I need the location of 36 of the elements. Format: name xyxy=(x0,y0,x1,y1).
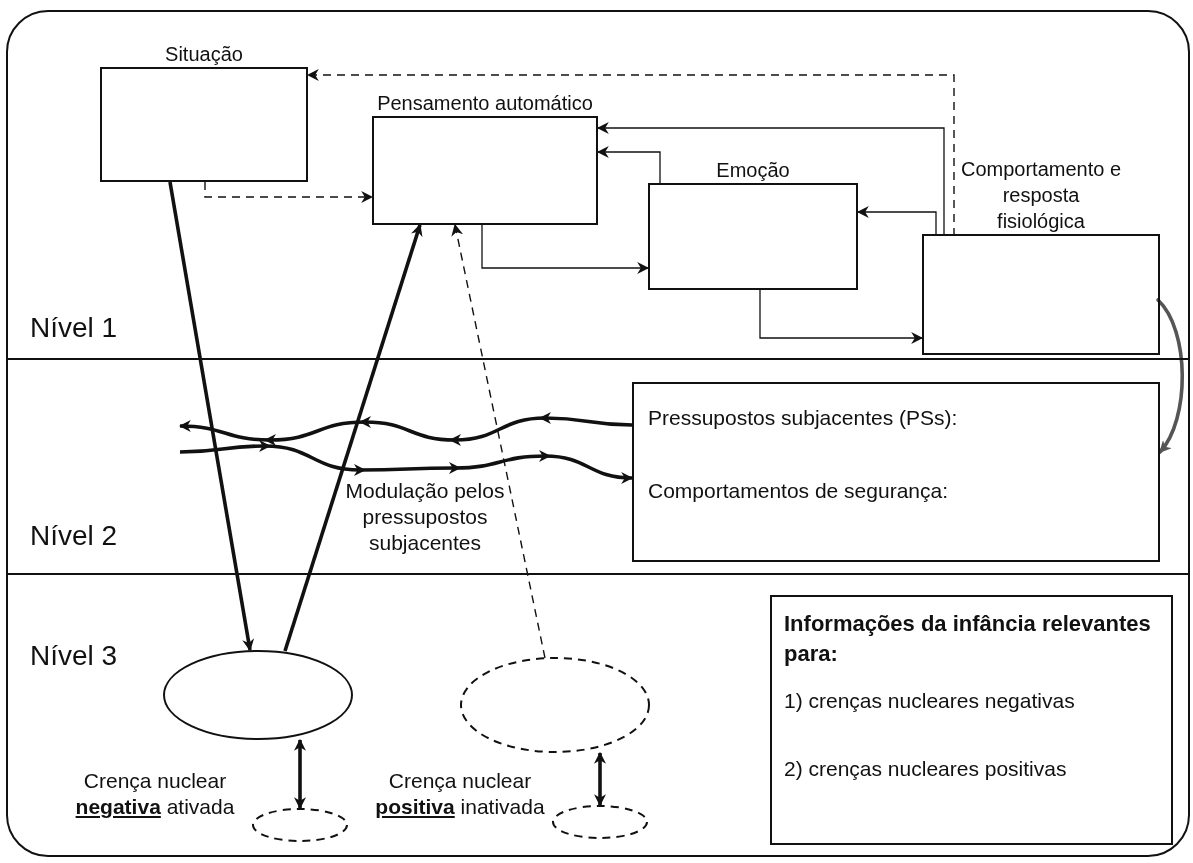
ellipse-outline xyxy=(163,650,353,740)
annotation-text: Modulação pelos pressupostos subjacentes xyxy=(344,478,506,556)
box-text: 1) crenças nucleares negativas xyxy=(784,689,1075,713)
arrow xyxy=(481,224,650,274)
level-label: Nível 1 xyxy=(30,312,118,344)
box-heading: Situação xyxy=(164,42,244,67)
arrow xyxy=(594,751,606,807)
arrow xyxy=(283,223,423,652)
arrow xyxy=(306,69,955,237)
box-heading: Emoção xyxy=(715,158,791,183)
text-box xyxy=(632,382,1160,562)
wavy-arrow xyxy=(179,441,633,484)
annotation-text: Crença nuclear negativa ativada xyxy=(74,768,236,820)
annotation-text: Crença nuclear positiva inativada xyxy=(374,768,546,820)
curved-arrow xyxy=(1156,298,1185,454)
box-heading: Pensamento automático xyxy=(376,91,594,116)
arrow xyxy=(294,738,306,810)
arrow xyxy=(596,146,661,184)
wavy-arrow xyxy=(179,412,633,446)
box-text: Pressupostos subjacentes (PSs): xyxy=(648,406,958,430)
arrow xyxy=(204,181,374,203)
box-text: 2) crenças nucleares positivas xyxy=(784,757,1067,781)
arrow xyxy=(856,206,937,237)
level-label: Nível 3 xyxy=(30,640,118,672)
ellipse-outline xyxy=(252,808,348,842)
ellipse-outline xyxy=(460,657,650,753)
text-box xyxy=(770,595,1173,845)
box-text: Comportamentos de segurança: xyxy=(648,479,948,503)
ellipse-outline xyxy=(552,805,648,839)
arrow xyxy=(759,289,924,344)
box-title: Informações da infância relevantes para: xyxy=(784,610,1152,668)
box-heading: Comportamento e resposta fisiológica xyxy=(959,157,1123,234)
level-label: Nível 2 xyxy=(30,520,118,552)
arrow xyxy=(168,181,255,652)
arrow xyxy=(596,122,945,237)
arrow xyxy=(451,223,546,659)
